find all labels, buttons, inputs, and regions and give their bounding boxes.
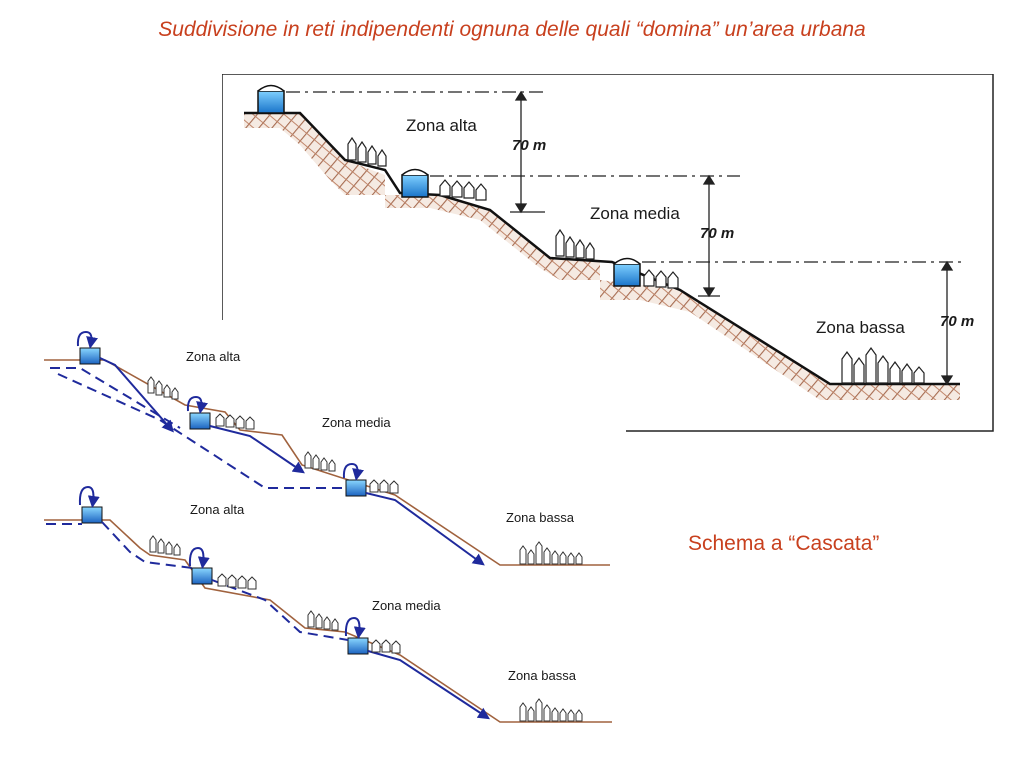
houses-icon [147, 376, 583, 565]
zone-label: Zona media [372, 598, 441, 613]
tank-icon [186, 395, 211, 430]
houses-icon [555, 228, 595, 260]
terrain-ground [244, 113, 960, 400]
slide-title: Suddivisione in reti indipendenti ognuna… [158, 18, 866, 41]
tank-icon [78, 485, 103, 524]
tank-icon [613, 257, 641, 287]
tank-icon [257, 84, 285, 114]
zone-label: Zona alta [186, 349, 241, 364]
zone-label: Zona bassa [816, 318, 905, 337]
dimension-markers [510, 90, 954, 386]
height-label: 70 m [512, 137, 546, 154]
level-lines [286, 91, 965, 263]
ground-profile [44, 519, 612, 723]
ground-profile [44, 359, 610, 566]
zone-label: Zona media [322, 415, 391, 430]
tank-icon [401, 168, 429, 198]
supply-pipes [99, 357, 485, 566]
houses-icon [347, 136, 387, 167]
tank-icon [342, 462, 367, 497]
bypass-pipes [46, 521, 349, 641]
height-label: 70 m [940, 313, 974, 330]
houses-icon [643, 269, 679, 289]
tank-icon [188, 546, 213, 585]
tank-icon [344, 616, 369, 655]
zone-label: Zona bassa [506, 510, 575, 525]
zone-label: Zona alta [190, 502, 245, 517]
height-label: 70 m [700, 225, 734, 242]
houses-icon [841, 346, 925, 384]
tank-icon [76, 330, 101, 365]
houses-icon [149, 535, 583, 722]
scheme-caption: Schema a “Cascata” [688, 532, 880, 555]
houses-icon [439, 179, 487, 201]
bypass-pipes [50, 367, 346, 489]
zone-label: Zona media [590, 204, 680, 223]
supply-pipes [367, 650, 491, 720]
terrain-surface-line [244, 111, 960, 386]
zone-label: Zona bassa [508, 668, 577, 683]
cascade-schemes-diagram: Zona alta Zona media Zona bassa Zona alt… [36, 320, 626, 752]
zone-label: Zona alta [406, 116, 477, 135]
